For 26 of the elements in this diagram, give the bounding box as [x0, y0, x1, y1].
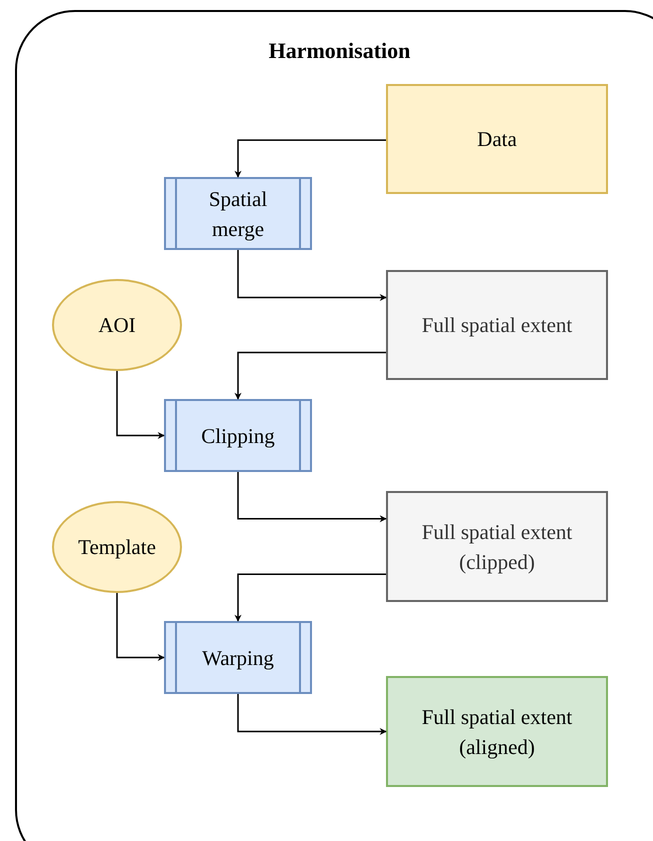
- arrow: [237, 694, 387, 735]
- process-box: [164, 177, 312, 250]
- node-label: Full spatial extent (clipped): [420, 518, 574, 576]
- process-box: [164, 621, 312, 694]
- data-box: [386, 84, 608, 194]
- node-label: Full spatial extent (aligned): [420, 704, 574, 760]
- arrow: [234, 352, 386, 400]
- arrow: [237, 472, 387, 522]
- node-label: Warping: [201, 644, 275, 672]
- node-label: Clipping: [200, 422, 276, 450]
- node-label: AOI: [97, 312, 137, 339]
- result-box: [386, 676, 608, 787]
- arrow: [237, 250, 387, 301]
- process-box: [164, 399, 312, 472]
- arrow: [116, 371, 165, 439]
- group-container: [15, 10, 653, 841]
- arrow: [234, 139, 386, 178]
- arrow: [234, 574, 386, 622]
- output-box: [386, 491, 608, 602]
- group-title: Harmonisation: [268, 37, 410, 65]
- node-label: Spatial merge: [208, 186, 268, 242]
- node-label: Template: [77, 534, 157, 561]
- node-label: Full spatial extent: [420, 312, 574, 339]
- node-label: Data: [476, 126, 518, 153]
- output-box: [386, 270, 608, 380]
- arrow: [116, 593, 165, 661]
